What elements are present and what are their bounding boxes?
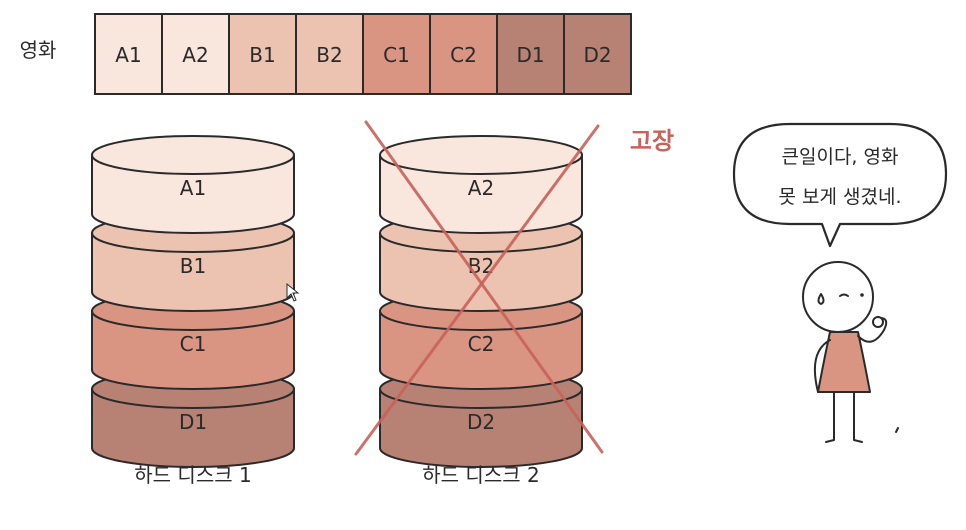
disk-segment-label: C1 xyxy=(180,332,207,356)
movie-block-b2: B2 xyxy=(295,13,364,95)
speech-bubble: 큰일이다, 영화 못 보게 생겼네. xyxy=(732,122,948,248)
disk-segment-label: B1 xyxy=(180,254,206,278)
movie-block-label: A2 xyxy=(182,43,208,67)
disk-segment-label: D2 xyxy=(467,410,495,434)
disk-2-label: 하드 디스크 2 xyxy=(422,463,539,487)
speech-line-1: 큰일이다, 영화 xyxy=(782,146,899,168)
disk-segment-label: C2 xyxy=(468,332,495,356)
movie-block-label: D1 xyxy=(516,43,544,67)
hard-disk-1: D1 C1 B1 A1 xyxy=(91,135,295,468)
movie-block-strip: A1 A2 B1 B2 C1 C2 D1 D2 xyxy=(94,13,632,95)
speech-line-2: 못 보게 생겼네. xyxy=(779,186,902,208)
failure-x-mark xyxy=(354,120,604,456)
movie-block-c2: C2 xyxy=(429,13,498,95)
movie-block-d2: D2 xyxy=(563,13,632,95)
worried-person-figure xyxy=(802,261,899,443)
movie-block-d1: D1 xyxy=(496,13,565,95)
movie-block-label: B2 xyxy=(316,43,342,67)
disk-segment-label: D1 xyxy=(179,410,207,434)
disk-segment-label: A2 xyxy=(468,176,494,200)
movie-block-a2: A2 xyxy=(161,13,230,95)
movie-block-label: A1 xyxy=(115,43,141,67)
movie-label: 영화 xyxy=(20,38,57,62)
mouse-cursor-icon xyxy=(286,282,300,302)
movie-block-label: C1 xyxy=(383,43,410,67)
movie-block-b1: B1 xyxy=(228,13,297,95)
movie-block-c1: C1 xyxy=(362,13,431,95)
movie-block-label: D2 xyxy=(583,43,611,67)
movie-block-label: B1 xyxy=(249,43,275,67)
disk-segment-label: A1 xyxy=(180,176,206,200)
movie-block-a1: A1 xyxy=(94,13,163,95)
movie-block-label: C2 xyxy=(450,43,477,67)
failure-label: 고장 xyxy=(630,127,674,155)
disk-1-label: 하드 디스크 1 xyxy=(134,463,251,487)
disk-segment-a1: A1 xyxy=(91,135,295,234)
